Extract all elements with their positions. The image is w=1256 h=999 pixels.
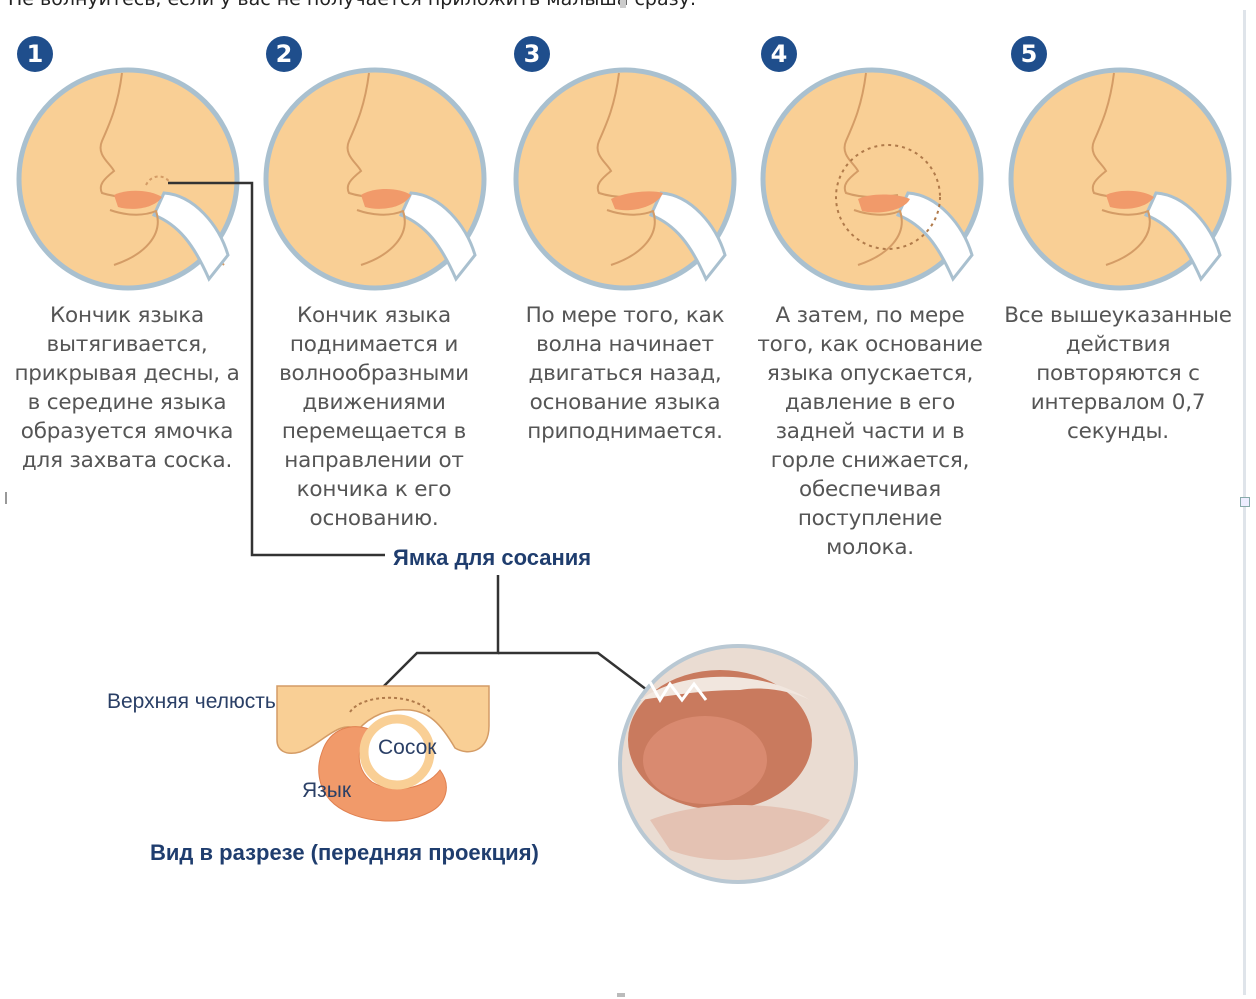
upper-jaw-label: Верхняя челюсть [107,690,276,714]
pit-leader-section [368,575,498,702]
nipple-label: Сосок [378,736,436,760]
mouth-photo [620,646,856,882]
section-view-label: Вид в разрезе (передняя проекция) [150,840,539,866]
tongue-label: Язык [302,779,351,803]
pit-leader-line [168,183,385,555]
suck-pit-label: Ямка для сосания [393,545,591,571]
